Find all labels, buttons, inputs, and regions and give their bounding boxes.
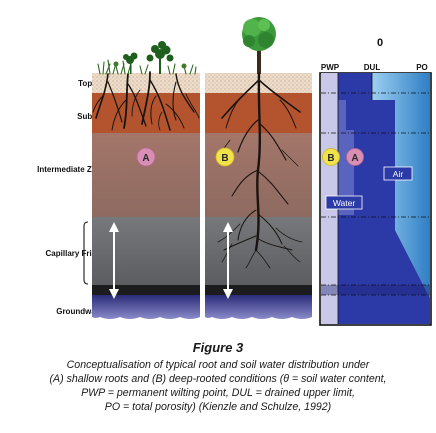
figure-caption: Figure 3 Conceptualisation of typical ro…: [0, 340, 436, 414]
water-label-box: Water: [325, 195, 363, 210]
shrub-plants: [113, 41, 187, 74]
panel-marker-a: A: [346, 148, 364, 166]
deep-roots: [217, 72, 303, 269]
axis-label-dul: DUL: [364, 63, 381, 72]
layer-label-capillary: Capillary Fringe: [45, 249, 106, 258]
panel-marker-b: B: [322, 148, 340, 166]
soil-water-panel: 0 PWP DUL PO B A: [319, 37, 432, 326]
horizon-guides: [321, 92, 430, 296]
marker-b: B: [215, 147, 235, 167]
column-a: A: [92, 41, 200, 319]
caption-line-2: (A) shallow roots and (B) deep-rooted co…: [49, 373, 387, 385]
air-region: [372, 73, 430, 298]
capillary-layer-a: [92, 217, 200, 285]
axis-label-po: PO: [416, 63, 428, 72]
caption-line-4: PO = total porosity) (Kienzle and Schulz…: [104, 401, 332, 413]
topsoil-layer-a: [92, 73, 200, 93]
grass-vegetation: [97, 59, 197, 75]
layer-label-groundwater: Groundwater: [56, 307, 106, 316]
soil-diagram: A: [83, 17, 432, 326]
axis-label-pwp: PWP: [321, 63, 340, 72]
air-label: Air: [393, 169, 404, 179]
panel-marker-b-label: B: [327, 153, 334, 164]
caption-title: Figure 3: [192, 340, 244, 355]
marker-a: A: [136, 147, 156, 167]
water-region: [338, 73, 430, 324]
intermediate-layer-a: [92, 133, 200, 217]
theta-axis-zero: 0: [377, 37, 383, 49]
layer-label-subsoil: Subsoil: [77, 112, 106, 121]
caption-line-3: PWP = permanent wilting point, DUL = dra…: [81, 387, 355, 399]
groundwater-layer-a: [92, 295, 200, 319]
panel-marker-a-label: A: [351, 153, 358, 164]
marker-b-label: B: [221, 153, 228, 164]
watertable-line-b: [205, 285, 312, 295]
water-label: Water: [333, 198, 356, 208]
capillary-arrow-b: [223, 222, 233, 299]
layer-label-intermediate: Intermediate Zone: [37, 165, 106, 174]
watertable-line-a: [92, 285, 200, 295]
column-b: B: [205, 17, 312, 319]
tree: [242, 17, 276, 74]
capillary-bracket: [83, 221, 89, 285]
groundwater-layer-b: [205, 295, 312, 319]
caption-line-1: Conceptualisation of typical root and so…: [66, 359, 370, 371]
marker-a-label: A: [142, 153, 149, 164]
capillary-arrow-a: [109, 222, 119, 299]
air-label-box: Air: [383, 166, 413, 181]
shallow-roots: [92, 71, 200, 131]
